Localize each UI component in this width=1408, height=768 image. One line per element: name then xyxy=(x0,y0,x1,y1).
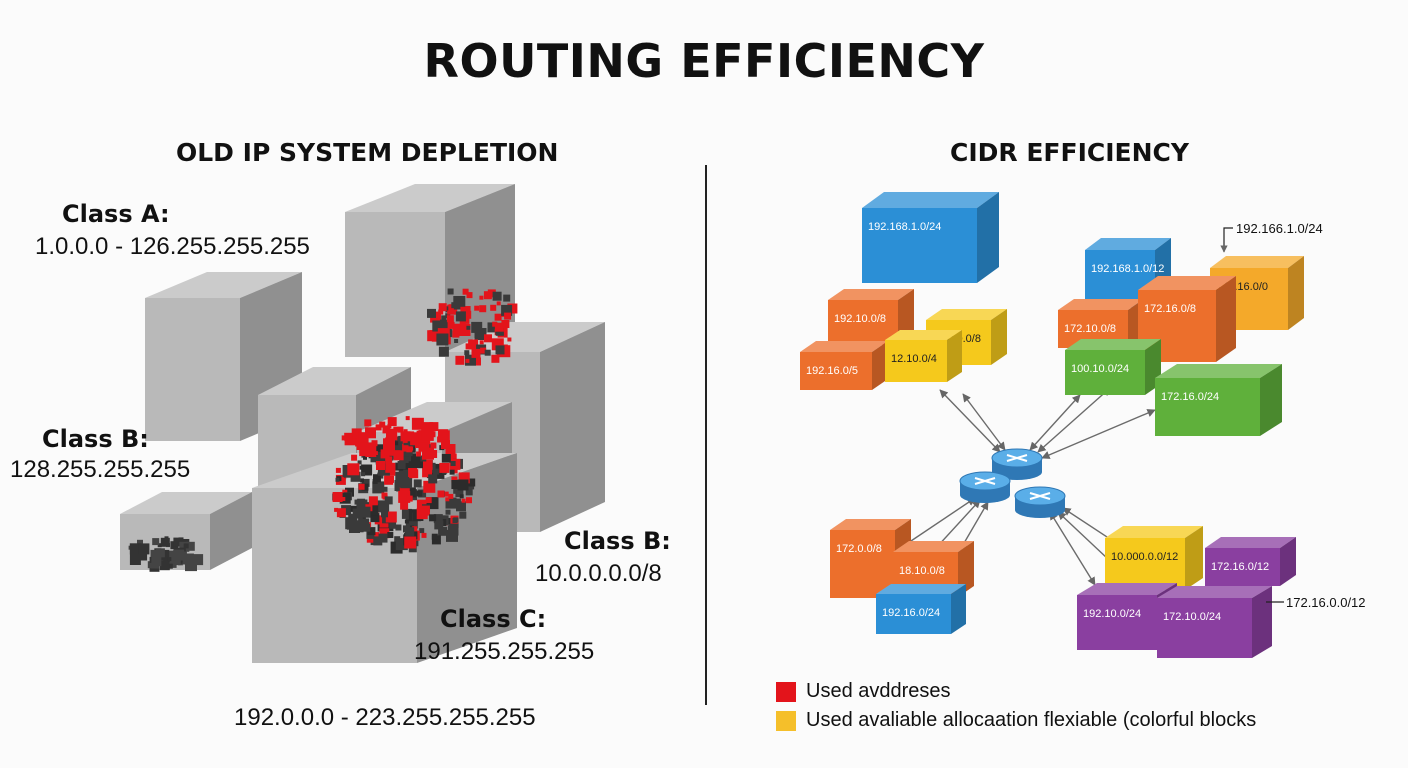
damage-patch-4 xyxy=(128,536,204,572)
router-link xyxy=(939,389,1001,453)
legend-swatch-yellow xyxy=(776,710,796,731)
cidr-block-label: 192.16.0/5 xyxy=(806,365,858,377)
cidr-block-label: 100.10.0/24 xyxy=(1071,363,1129,375)
legend-label-used: Used avddreses xyxy=(806,680,951,702)
cidr-block-label: 192.10.0/24 xyxy=(1083,608,1141,620)
router-link xyxy=(1041,409,1156,459)
router-link xyxy=(962,393,1006,451)
cidr-block: 10.000.0.0/12 xyxy=(1105,526,1203,590)
cidr-block-label: 172.10.0/24 xyxy=(1163,611,1221,623)
legend-item-available: Used avaliable allocaation flexiable (co… xyxy=(776,709,1256,732)
cidr-block-label: 18.10.0/8 xyxy=(899,565,945,577)
cidr-block: 192.16.0/5 xyxy=(800,341,888,390)
class-a-range: 1.0.0.0 - 126.255.255.255 xyxy=(35,233,310,260)
callout-lines xyxy=(1220,227,1284,603)
callout-bottom: 172.16.0.0/12 xyxy=(1286,595,1366,610)
cidr-block-label: 172.16.0/24 xyxy=(1161,391,1219,403)
legend-item-used: Used avddreses xyxy=(776,680,951,703)
cidr-block-label: 172.0.0/8 xyxy=(836,543,882,555)
router-link xyxy=(904,497,976,546)
router-left xyxy=(959,471,1011,503)
bottom-range: 192.0.0.0 - 223.255.255.255 xyxy=(234,704,536,731)
callout-top: 192.166.1.0/24 xyxy=(1236,221,1323,236)
class-b-range-2: 10.0.0.0.0/8 xyxy=(535,560,662,587)
left-panel-title: OLD IP SYSTEM DEPLETION xyxy=(176,138,559,167)
right-panel-title: CIDR EFFICIENCY xyxy=(950,138,1189,167)
legend-label-available: Used avaliable allocaation flexiable (co… xyxy=(806,709,1257,731)
panel-divider xyxy=(705,165,707,705)
callout-top-line xyxy=(1220,227,1233,253)
router-top xyxy=(991,448,1043,480)
cidr-block: 172.16.0/12 xyxy=(1205,537,1296,586)
depleted-ip-blocks xyxy=(120,184,605,663)
class-b-label-2: Class B: xyxy=(564,527,671,555)
router-link xyxy=(1049,511,1096,586)
cidr-block-label: 192.10.0/8 xyxy=(834,313,886,325)
cidr-block-label: 192.16.0/24 xyxy=(882,607,940,619)
class-b-label: Class B: xyxy=(42,425,149,453)
cidr-block-label: 12.10.0/4 xyxy=(891,353,937,365)
cidr-block: 12.10.0/4 xyxy=(885,330,962,382)
class-b-range: 128.255.255.255 xyxy=(10,456,191,483)
router-link xyxy=(1037,387,1111,453)
page-title: ROUTING EFFICIENCY xyxy=(423,34,985,88)
cidr-block: 100.10.0/24 xyxy=(1065,339,1161,395)
router-right xyxy=(1014,486,1066,518)
routers xyxy=(959,448,1066,518)
cidr-block-label: 172.16.0/12 xyxy=(1211,561,1269,573)
cidr-block: 192.16.0/24 xyxy=(876,584,966,634)
legend-swatch-red xyxy=(776,681,796,702)
class-a-label: Class A: xyxy=(62,200,170,228)
cidr-block-label: 10.000.0.0/12 xyxy=(1111,551,1178,563)
damage-patch-3 xyxy=(341,416,456,470)
cidr-block: 172.16.0/24 xyxy=(1155,364,1282,436)
cidr-block-label: 192.168.1.0/24 xyxy=(868,221,941,233)
class-c-range: 191.255.255.255 xyxy=(414,638,595,665)
cidr-block: 192.168.1.0/24 xyxy=(862,192,999,283)
cidr-block: 172.10.0/24 xyxy=(1157,586,1272,658)
router-link xyxy=(1029,394,1081,451)
cidr-block: 172.16.0/8 xyxy=(1138,276,1236,362)
damage-patch-1 xyxy=(427,288,518,366)
damage-patch-2 xyxy=(332,435,476,554)
class-c-label: Class C: xyxy=(440,605,547,633)
cidr-block-label: 192.168.1.0/12 xyxy=(1091,263,1164,275)
cidr-block-label: 172.16.0/8 xyxy=(1144,303,1196,315)
cidr-block-label: 172.10.0/8 xyxy=(1064,323,1116,335)
